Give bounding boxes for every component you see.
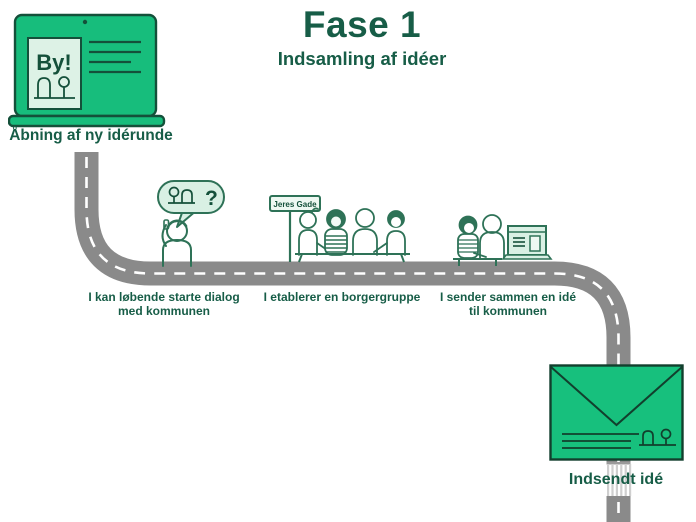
phase-subtitle: Indsamling af idéer [277, 47, 447, 69]
citizens-group-icon: Jeres Gade [269, 195, 410, 263]
road-bottom-segment [606, 496, 631, 522]
road-faded-segment [606, 462, 632, 496]
table [295, 253, 410, 263]
group-of-people [298, 207, 406, 256]
envelope-flap [550, 366, 683, 427]
house-tree-icon [34, 76, 75, 99]
milestone-label-dialog: I kan løbende starte dialog med kommunen [88, 290, 240, 319]
person-phone-icon: ? [157, 180, 225, 267]
two-people [457, 214, 505, 259]
phase-title: Fase 1 [302, 4, 422, 45]
computer [501, 225, 553, 260]
envelope-address-lines [562, 433, 639, 449]
page-title: Fase 1 Indsamling af idéer [226, 4, 498, 70]
laptop-icon: By! [8, 13, 166, 128]
street-sign: Jeres Gade [269, 195, 321, 262]
question-mark: ? [205, 187, 218, 210]
bench-table [453, 258, 502, 266]
speech-bubble-icon: ? [157, 180, 225, 228]
duo-computer-icon [453, 214, 553, 266]
milestone-label-sender-ide: I sender sammen en idé til kommunen [439, 290, 577, 319]
start-step-label: Åbning af ny idérunde [9, 127, 173, 144]
screen-text-lines [89, 40, 141, 74]
laptop-camera-dot [82, 19, 88, 25]
by-logo-text: By! [36, 50, 71, 75]
laptop-base [8, 114, 166, 128]
person-figure [161, 219, 192, 267]
street-sign-label: Jeres Gade [273, 200, 317, 209]
road-center-dashes [85, 152, 620, 464]
milestone-label-borgergruppe: I etablerer en borgergruppe [263, 290, 421, 304]
envelope-house-tree-icon [639, 428, 676, 446]
envelope-icon [549, 364, 684, 461]
end-step-label: Indsendt idé [568, 471, 664, 488]
laptop-screen-card: By! [27, 37, 82, 110]
